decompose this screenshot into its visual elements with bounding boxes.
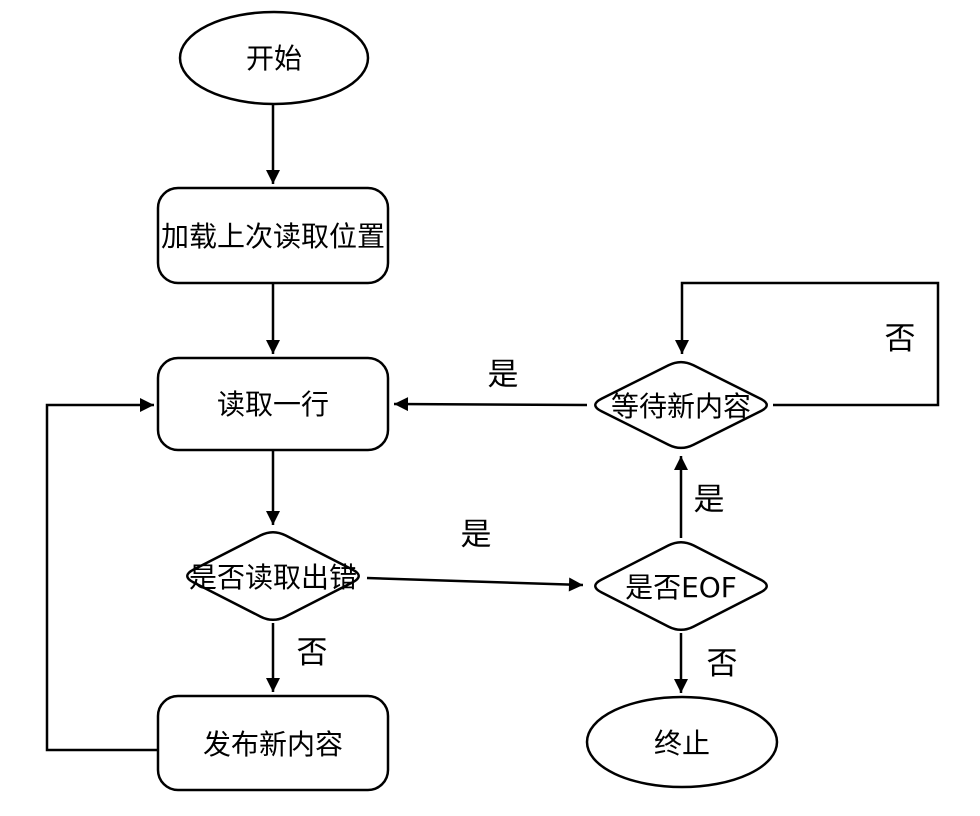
node-wait-new-label: 等待新内容 [611, 390, 751, 423]
edge-publish-to-read [45, 398, 158, 752]
edge-error-to-eof [366, 576, 584, 592]
edge-label-error-to-eof: 是 [461, 517, 492, 553]
node-read-error-label: 是否读取出错 [189, 561, 357, 594]
edge-wait-self-loop [675, 281, 940, 407]
node-load-position [156, 186, 390, 285]
edge-label-wait-self-loop: 否 [885, 321, 916, 357]
node-publish-label: 发布新内容 [203, 728, 343, 761]
node-read-line [156, 356, 390, 452]
node-load-position-label: 加载上次读取位置 [161, 220, 385, 253]
edge-label-error-to-publish: 否 [297, 635, 328, 671]
node-is-eof-label: 是否EOF [625, 571, 737, 604]
node-wait-new [594, 360, 768, 450]
node-start-label: 开始 [246, 42, 302, 75]
edge-label-wait-to-read: 是 [488, 357, 519, 393]
edge-wait-to-read [393, 397, 588, 412]
node-publish [156, 694, 390, 792]
node-start [178, 10, 370, 106]
node-terminate-label: 终止 [654, 727, 710, 760]
node-terminate [585, 695, 779, 789]
node-is-eof [594, 540, 768, 632]
edge-label-eof-to-wait: 是 [694, 482, 725, 518]
node-read-line-label: 读取一行 [217, 388, 329, 421]
edge-label-eof-to-terminate: 否 [707, 646, 738, 682]
node-read-error [186, 530, 360, 622]
